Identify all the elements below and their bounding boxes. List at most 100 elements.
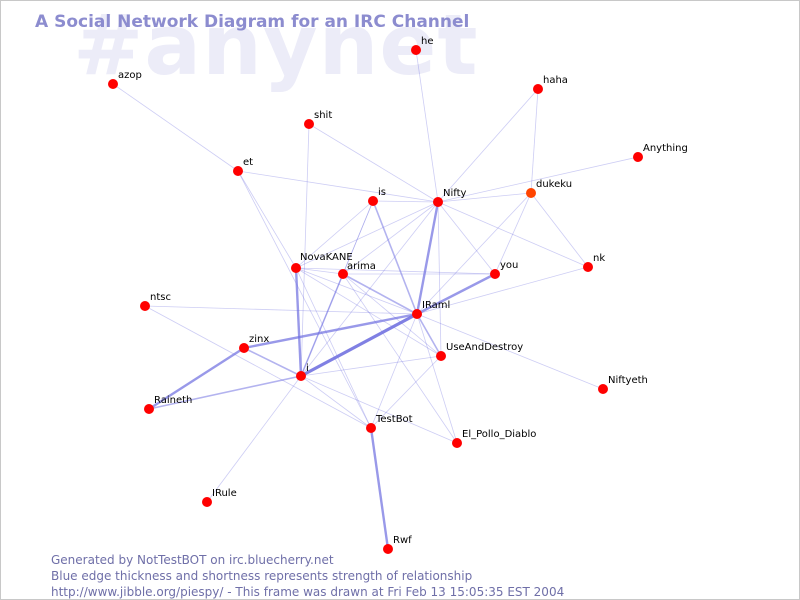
edge-et-NovaKANE <box>237 170 297 269</box>
edge-Nifty-haha <box>437 88 539 203</box>
edge-i-UseAndDestroy <box>300 355 442 377</box>
node-El_Pollo_Diablo: El_Pollo_Diablo <box>452 429 536 448</box>
node-i: i <box>296 363 309 381</box>
node-Anything: Anything <box>633 143 688 162</box>
node-dot-Raineth <box>144 404 154 414</box>
edge-you-IRaml <box>416 272 496 316</box>
edge-arima-IRaml <box>342 273 418 315</box>
node-IRaml: IRaml <box>412 300 450 319</box>
node-you: you <box>490 260 518 279</box>
node-Rwf: Rwf <box>383 535 412 554</box>
edge-i-IRule <box>206 375 302 503</box>
edge-arima-El_Pollo_Diablo <box>342 273 458 444</box>
edge-Nifty-IRaml <box>415 201 440 315</box>
node-zinx: zinx <box>239 334 269 353</box>
edge-UseAndDestroy-TestBot <box>370 355 442 429</box>
node-label-Rwf: Rwf <box>393 535 412 546</box>
edge-NovaKANE-arima <box>295 267 344 275</box>
node-dot-El_Pollo_Diablo <box>452 438 462 448</box>
node-label-nk: nk <box>593 253 605 264</box>
node-label-he: he <box>421 36 434 47</box>
edge-IRaml-TestBot <box>370 313 418 429</box>
node-dot-UseAndDestroy <box>436 351 446 361</box>
node-dot-NovaKANE <box>291 263 301 273</box>
node-label-Anything: Anything <box>643 143 688 154</box>
node-is: is <box>368 187 386 206</box>
edge-nk-IRaml <box>416 266 589 315</box>
edge-i-Raineth <box>148 375 302 410</box>
node-dukeku: dukeku <box>526 179 572 198</box>
node-TestBot: TestBot <box>366 414 413 433</box>
edge-i-El_Pollo_Diablo <box>300 375 458 444</box>
node-label-et: et <box>243 157 253 168</box>
node-NovaKANE: NovaKANE <box>291 252 353 273</box>
edge-et-TestBot <box>237 170 372 429</box>
edge-is-NovaKANE <box>295 200 374 269</box>
node-label-Niftyeth: Niftyeth <box>608 375 648 386</box>
node-dot-Niftyeth <box>598 384 608 394</box>
edge-IRaml-Niftyeth <box>416 313 604 390</box>
edge-ntsc-IRaml <box>144 305 418 315</box>
node-label-ntsc: ntsc <box>150 292 171 303</box>
node-azop: azop <box>108 70 142 89</box>
edge-IRaml-zinx <box>243 312 418 350</box>
channel-watermark: #anynet <box>73 0 479 94</box>
node-he: he <box>411 36 434 55</box>
node-label-IRule: IRule <box>212 488 237 499</box>
node-dot-you <box>490 269 500 279</box>
node-dot-ntsc <box>140 301 150 311</box>
node-label-Raineth: Raineth <box>154 395 192 406</box>
node-dot-arima <box>338 269 348 279</box>
node-IRule: IRule <box>202 488 237 507</box>
edge-is-IRaml <box>372 200 418 315</box>
edge-dukeku-nk <box>530 192 589 268</box>
node-dot-Anything <box>633 152 643 162</box>
node-label-shit: shit <box>314 110 332 121</box>
node-ntsc: ntsc <box>140 292 171 311</box>
edge-NovaKANE-you <box>295 267 496 275</box>
edge-ntsc-TestBot <box>144 305 372 429</box>
edge-Nifty-is <box>372 200 439 203</box>
edge-arima-UseAndDestroy <box>342 273 442 357</box>
edge-dukeku-you <box>494 192 532 275</box>
node-label-is: is <box>378 187 386 198</box>
node-label-haha: haha <box>543 75 568 86</box>
edge-dukeku-IRaml <box>416 192 532 315</box>
node-arima: arima <box>338 261 376 279</box>
edge-Nifty-UseAndDestroy <box>437 201 442 357</box>
node-dot-IRule <box>202 497 212 507</box>
node-haha: haha <box>533 75 568 94</box>
edge-shit-i <box>300 123 310 377</box>
node-dot-et <box>233 166 243 176</box>
node-dot-haha <box>533 84 543 94</box>
edge-NovaKANE-i <box>294 267 303 377</box>
edge-Nifty-Anything <box>437 156 639 203</box>
footer-generated-by: Generated by NotTestBOT on irc.bluecherr… <box>51 553 334 567</box>
node-UseAndDestroy: UseAndDestroy <box>436 342 523 361</box>
node-label-i: i <box>306 363 309 374</box>
node-label-azop: azop <box>118 70 142 81</box>
edge-Nifty-et <box>237 170 439 203</box>
node-label-NovaKANE: NovaKANE <box>300 252 353 263</box>
edge-Nifty-you <box>437 201 496 275</box>
node-dot-Nifty <box>433 197 443 207</box>
edge-layer <box>112 49 639 550</box>
node-label-arima: arima <box>347 261 376 272</box>
edge-Nifty-arima <box>342 201 439 275</box>
edge-IRaml-El_Pollo_Diablo <box>416 313 458 444</box>
edge-NovaKANE-UseAndDestroy <box>295 267 442 357</box>
edge-Nifty-shit <box>308 123 439 203</box>
edge-Nifty-dukeku <box>437 192 532 203</box>
footer-legend-note: Blue edge thickness and shortness repres… <box>51 569 473 583</box>
edge-i-TestBot <box>300 375 372 429</box>
node-Niftyeth: Niftyeth <box>598 375 648 394</box>
node-label-IRaml: IRaml <box>422 300 450 311</box>
edge-IRaml-UseAndDestroy <box>416 313 442 357</box>
node-label-TestBot: TestBot <box>375 414 413 425</box>
node-dot-he <box>411 45 421 55</box>
node-label-UseAndDestroy: UseAndDestroy <box>446 342 523 353</box>
node-dot-dukeku <box>526 188 536 198</box>
